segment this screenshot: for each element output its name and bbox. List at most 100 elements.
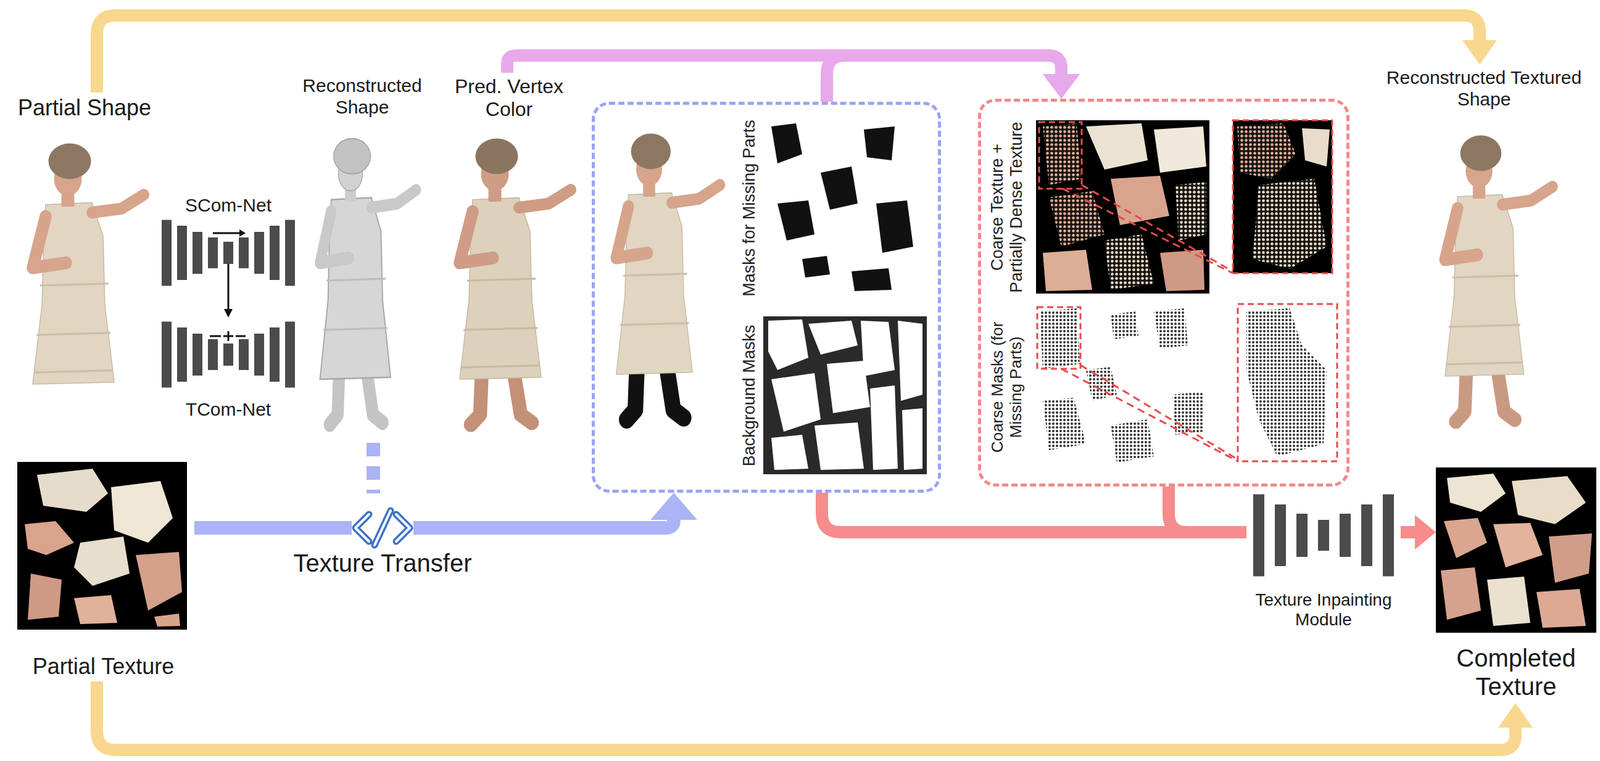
completed-texture-atlas — [1493, 523, 1543, 568]
connector-line — [96, 681, 1516, 751]
missing-part-masks — [763, 120, 927, 297]
coarse-masks — [1153, 308, 1188, 349]
textured-shape-figure — [1445, 194, 1525, 377]
network-bars — [238, 339, 249, 371]
connector-line — [1168, 486, 1247, 533]
coarse-masks — [1110, 419, 1154, 463]
network-bars — [1382, 494, 1394, 577]
missing-part-masks — [876, 200, 914, 253]
reconstructed-shape-figure — [323, 278, 388, 331]
skip-arrow — [212, 233, 241, 289]
coarse-masks-zoom — [1237, 304, 1338, 462]
partial-texture-atlas — [17, 462, 187, 631]
node-label: Partial Texture — [12, 651, 195, 682]
completed-texture-atlas — [1443, 518, 1488, 559]
connector-line — [194, 521, 284, 535]
connector — [194, 528, 284, 529]
coarse-texture — [1042, 123, 1082, 186]
arrow-head — [1042, 74, 1080, 99]
masked-figure — [671, 185, 720, 204]
textured-shape-figure — [1502, 186, 1553, 205]
texture-transfer: Texture Transfer — [283, 493, 482, 581]
network-bars — [192, 232, 203, 274]
texture-panel: Coarse Texture + Partially Dense Texture… — [978, 98, 1350, 487]
partial-texture-atlas — [135, 552, 183, 611]
background-masks — [771, 435, 809, 471]
network-bars — [269, 225, 280, 281]
coarse-texture-zoom — [1232, 120, 1333, 274]
connector — [481, 493, 698, 529]
masked-figure — [631, 133, 671, 170]
textured-shape-figure — [1445, 208, 1478, 260]
plus-symbol — [209, 335, 221, 338]
skip-arrow — [239, 229, 246, 237]
coarse-masks-zoom — [1237, 304, 1338, 462]
connector — [507, 55, 1080, 99]
network-bars — [192, 333, 203, 376]
network-bars — [177, 327, 187, 382]
coarse-texture — [1036, 120, 1210, 294]
background-masks — [763, 316, 927, 475]
coarse-texture-zoom — [1252, 178, 1327, 270]
textured-shape-figure — [1446, 275, 1523, 365]
network-bars — [1253, 494, 1394, 577]
network-bars — [269, 327, 280, 382]
background-masks — [768, 319, 809, 371]
plus-symbol — [235, 335, 246, 338]
arrow-head — [1462, 40, 1497, 65]
node-label: SCom-Net — [160, 192, 297, 220]
reconstructed-shape: Reconstructed Shape — [297, 72, 427, 444]
partial-texture-atlas — [154, 613, 181, 627]
coarse-masks — [1110, 311, 1139, 340]
partial-shape-figure — [32, 203, 115, 385]
textured-shape-figure — [1445, 135, 1553, 423]
reconstructed-shape-figure — [320, 198, 391, 380]
connector — [96, 681, 1533, 751]
coarse-texture — [1048, 191, 1105, 247]
missing-part-masks — [820, 166, 858, 210]
coarse-masks-zoom — [1237, 304, 1338, 462]
plus-symbol — [227, 331, 230, 342]
coarse-texture-zoom — [1237, 123, 1296, 179]
partial-texture-atlas — [17, 462, 187, 631]
code-icon — [355, 510, 410, 546]
mask-panel: Masks for Missing PartsBackground Masks — [591, 101, 941, 494]
completed-texture-atlas — [1435, 467, 1597, 634]
completed-texture-atlas — [1511, 476, 1586, 525]
coarse-texture — [1175, 182, 1207, 241]
reconstructed-shape-figure — [333, 138, 371, 175]
coarse-texture — [1039, 122, 1082, 189]
vertex-color-figure — [459, 138, 571, 426]
masked-figure — [619, 273, 689, 326]
network-bars — [285, 322, 295, 389]
missing-part-masks — [763, 120, 927, 297]
partial-texture-atlas — [37, 468, 108, 513]
coarse-texture — [1036, 120, 1210, 294]
vertex-color: Pred. Vertex Color — [431, 72, 587, 444]
partial-texture-atlas — [74, 595, 118, 625]
coarse-masks — [1172, 391, 1204, 436]
background-masks — [808, 320, 858, 355]
missing-part-masks — [851, 268, 892, 292]
completed-texture-atlas — [1435, 467, 1597, 634]
network-bars — [207, 339, 218, 371]
connector — [826, 55, 1080, 102]
completed-texture-atlas — [1536, 589, 1586, 629]
network-bars — [161, 322, 295, 389]
network-bars — [238, 237, 249, 269]
node-label: Texture Transfer — [283, 546, 482, 581]
coarse-masks — [1086, 367, 1117, 402]
node-label: Coarse Texture + Partially Dense Texture — [987, 114, 1027, 300]
vertex-color-figure — [518, 190, 571, 208]
missing-part-masks — [777, 200, 815, 241]
masked-figure — [616, 193, 693, 375]
network-bars — [223, 241, 234, 265]
missing-part-masks — [771, 123, 803, 164]
node-label: TCom-Net — [160, 396, 297, 424]
zoom-leader — [1081, 185, 1233, 272]
connector-line — [366, 443, 381, 494]
reconstructed-shape-figure — [320, 138, 417, 426]
arrow-head — [650, 493, 698, 521]
